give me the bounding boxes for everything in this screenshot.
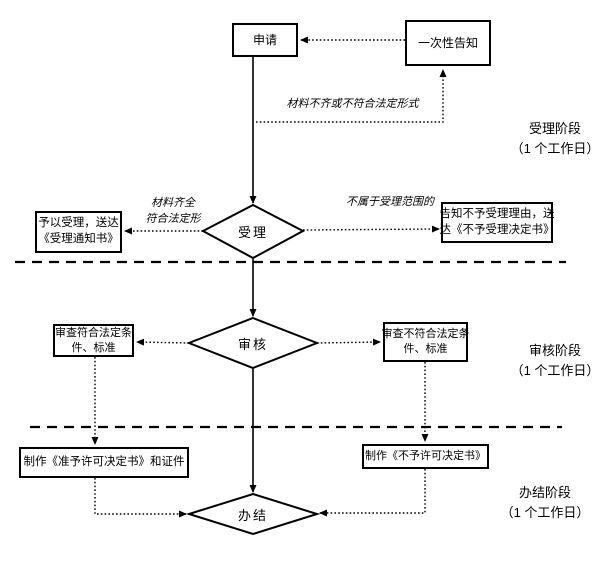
node-review-fail-line2: 件、标准 [403, 343, 448, 355]
edge-label-complete-line2: 符合法定形 [145, 212, 201, 225]
connector-license-to-complete [94, 478, 187, 518]
edge-label-complete: 材料齐全 符合法定形 [128, 196, 218, 228]
node-one-time-notice: 一次性告知 [405, 20, 491, 66]
node-grant-accept-line2: 《受理通知书》 [38, 233, 119, 245]
node-make-license: 制作《准予许可决定书》和证件 [19, 447, 189, 478]
diamond-complete-label: 办结 [237, 507, 268, 523]
diamond-accept-label: 受理 [237, 225, 268, 240]
connector-review-to-pass [136, 338, 190, 346]
stage-accept-duration: （1 个工作日） [510, 140, 600, 156]
stage-review-name: 审核阶段 [528, 343, 581, 358]
edge-label-out-of-scope: 不属于受理范围的 [346, 196, 434, 208]
node-apply: 申请 [232, 23, 298, 57]
stage-label-accept: 受理阶段 （1 个工作日） [505, 119, 605, 158]
connector-denial-to-complete [319, 469, 426, 517]
node-review-pass: 审查符合法定条 件、标准 [53, 324, 134, 357]
node-reject-accept-line2: 达《不予受理决定书》 [439, 223, 555, 236]
node-grant-accept: 予以受理，送达 《受理通知书》 [35, 211, 122, 253]
stage-label-complete: 办结阶段 （1 个工作日） [495, 483, 595, 522]
node-review-fail: 审查不符合法定条 件、标准 [381, 322, 470, 362]
node-reject-accept: 告知不予受理理由，送 达《不予受理决定书》 [439, 202, 555, 243]
node-one-time-notice-label: 一次性告知 [417, 35, 478, 50]
diamond-accept [200, 203, 306, 260]
diamond-complete [185, 492, 321, 536]
node-reject-accept-line1: 告知不予受理理由，送 [439, 207, 555, 220]
edge-label-incomplete: 材料不齐或不符合法定形式 [286, 98, 419, 110]
node-review-pass-line2: 件、标准 [71, 341, 116, 354]
node-make-denial-label: 制作《不予许可决定书》 [365, 450, 486, 463]
stage-label-review: 审核阶段 （1 个工作日） [505, 341, 605, 380]
node-apply-label: 申请 [252, 32, 277, 47]
diamond-review-label: 审核 [237, 336, 268, 352]
stage-review-duration: （1 个工作日） [510, 362, 600, 378]
node-grant-accept-line1: 予以受理，送达 [38, 217, 119, 230]
node-review-pass-line1: 审查符合法定条 [55, 326, 132, 339]
edge-label-complete-line1: 材料齐全 [151, 197, 195, 209]
stage-accept-name: 受理阶段 [528, 121, 581, 136]
connector-accept-to-reject [302, 225, 440, 233]
connector-review-to-fail [316, 338, 381, 346]
connector-incomplete-loop [256, 69, 447, 123]
diamond-review [186, 316, 320, 370]
node-review-fail-line1: 审查不符合法定条 [381, 328, 470, 341]
node-make-denial: 制作《不予许可决定书》 [362, 444, 489, 469]
stage-complete-name: 办结阶段 [518, 485, 571, 500]
stage-complete-duration: （1 个工作日） [500, 504, 590, 520]
node-make-license-label: 制作《准予许可决定书》和证件 [23, 455, 185, 468]
